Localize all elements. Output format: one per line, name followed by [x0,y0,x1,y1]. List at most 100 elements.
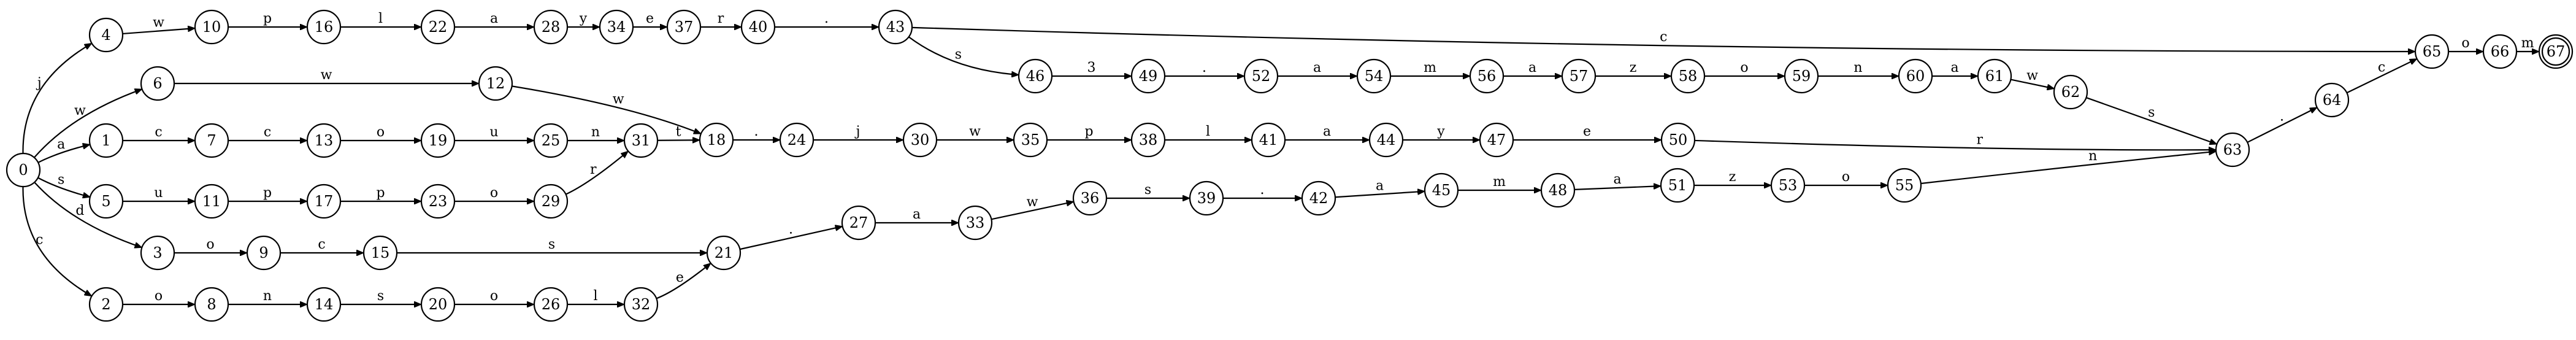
state-node-26: 26 [533,287,569,322]
transition-label: d [75,203,84,218]
state-label: 67 [2547,43,2566,60]
state-node-66: 66 [2482,34,2518,69]
state-label: 62 [2061,83,2080,101]
state-node-67: 67 [2538,34,2574,69]
state-label: 35 [1021,131,1040,149]
state-node-30: 30 [902,122,938,158]
state-label: 53 [1779,177,1798,194]
transition-arrow [512,85,700,133]
state-node-46: 46 [1018,58,1053,94]
transition-label: l [1206,124,1210,139]
transition-arrow [34,182,141,247]
state-label: 6 [153,75,162,92]
state-circle [194,9,229,45]
state-label: 9 [259,244,268,261]
state-circle [533,123,569,158]
transition-label: o [2461,36,2469,51]
state-circle [306,287,342,322]
state-label: 45 [1432,182,1451,199]
state-circle [623,287,659,322]
state-node-31: 31 [623,123,659,158]
transition-7-13: c [228,125,307,141]
state-node-29: 29 [533,184,569,219]
state-node-9: 9 [246,235,282,271]
transition-32-21: e [656,263,710,299]
state-circle [1770,168,1806,203]
transition-arrow [2346,59,2417,94]
state-node-40: 40 [740,9,776,45]
transition-label: . [1202,60,1206,75]
transition-1-7: c [123,125,194,141]
state-label: 30 [911,131,930,149]
transition-19-25: u [454,125,534,141]
transition-label: a [1528,60,1536,75]
state-circle [2053,74,2088,110]
state-label: 63 [2223,141,2242,158]
transition-6-12: w [174,68,478,83]
state-circle [599,9,634,45]
state-circle [1243,58,1279,94]
state-label: 50 [1669,131,1688,149]
state-node-16: 16 [306,9,342,45]
transition-label: . [2280,109,2284,125]
transition-label: s [377,288,384,304]
state-label: 13 [315,132,334,149]
state-circle [306,123,342,158]
transition-label: o [1740,60,1748,75]
state-label: 23 [429,193,448,210]
transition-3-9: o [174,237,247,253]
state-node-22: 22 [420,9,456,45]
transition-label: w [2026,68,2038,83]
state-label: 1 [101,132,110,149]
transition-arrow [657,140,699,141]
state-node-65: 65 [2414,34,2450,69]
transition-14-20: s [340,288,421,304]
state-circle [1424,172,1459,208]
transition-2-8: o [123,288,194,304]
state-circle [246,235,282,271]
transition-label: a [1323,124,1331,139]
state-label: 24 [788,131,807,149]
transition-42-45: a [1335,179,1424,198]
state-circle [194,123,229,158]
state-label: 34 [607,18,626,36]
state-label: 21 [715,244,734,261]
state-label: 5 [101,193,110,210]
state-circle [362,235,398,271]
transition-arrow [991,202,1073,220]
transition-label: o [1842,169,1850,185]
transition-48-51: a [1574,172,1660,190]
state-circle [779,122,815,158]
state-circle [533,287,569,322]
state-node-3: 3 [140,235,175,271]
transition-8-14: n [228,288,307,304]
state-label: 16 [315,18,334,36]
state-node-21: 21 [706,235,742,271]
state-label: 59 [1792,68,1811,85]
transition-23-29: o [454,185,534,201]
transition-arrow [22,44,91,154]
transition-arrow [33,90,142,158]
state-circle [1013,122,1048,158]
transition-label: c [36,233,43,248]
transition-0-3: d [34,182,141,247]
transition-arrow [1335,191,1424,198]
transition-label: m [2521,36,2534,51]
state-label: 58 [1679,68,1698,85]
state-label: 52 [1252,68,1271,85]
state-label: 11 [202,193,221,210]
state-label: 64 [2323,91,2342,109]
transition-arrow [37,177,90,197]
transition-55-63: n [1920,149,2215,185]
transition-50-63: r [1694,132,2215,150]
state-circle [533,184,569,219]
state-node-63: 63 [2215,132,2250,168]
transition-40-43: . [775,11,878,27]
transition-arrow [122,28,194,35]
state-label: 61 [1985,68,2004,85]
state-circle [623,123,659,158]
transition-arrow [2086,97,2216,144]
state-node-0: 0 [6,152,41,188]
